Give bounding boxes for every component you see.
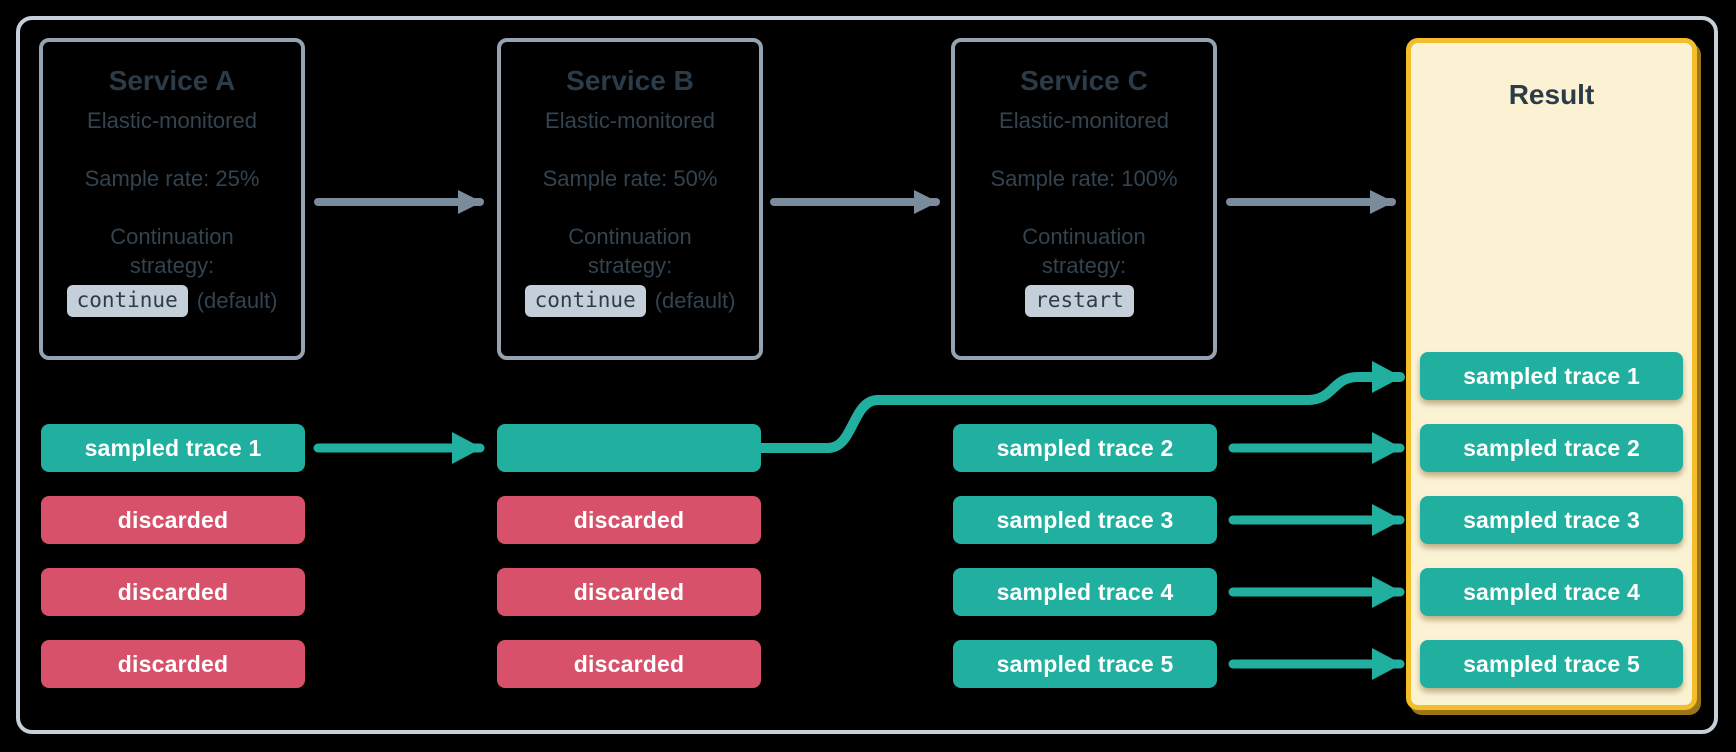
service-b-sample-rate: Sample rate: 50% bbox=[542, 166, 718, 191]
service-c-strategy-row: restart bbox=[955, 285, 1213, 317]
service-a-strategy-note: (default) bbox=[196, 288, 278, 313]
service-b-discarded-chip: discarded bbox=[497, 496, 761, 544]
service-a-sample-rate: Sample rate: 25% bbox=[84, 166, 260, 191]
service-c-trace-chip: sampled trace 5 bbox=[953, 640, 1217, 688]
service-a-discarded-chip: discarded bbox=[41, 496, 305, 544]
service-b-box: Service B Elastic-monitored Sample rate:… bbox=[497, 38, 763, 360]
result-trace-chip: sampled trace 3 bbox=[1420, 496, 1683, 544]
service-b-discarded-chip: discarded bbox=[497, 568, 761, 616]
service-b-title: Service B bbox=[566, 65, 694, 96]
service-b-strategy-chip: continue bbox=[524, 285, 646, 317]
service-a-strategy-chip: continue bbox=[66, 285, 188, 317]
service-c-trace-chip: sampled trace 2 bbox=[953, 424, 1217, 472]
service-a-title: Service A bbox=[108, 65, 236, 96]
service-c-strategy-chip: restart bbox=[1025, 285, 1134, 317]
service-b-strategy-note: (default) bbox=[654, 288, 736, 313]
service-c-trace-chip: sampled trace 4 bbox=[953, 568, 1217, 616]
outer-frame bbox=[16, 16, 1718, 734]
service-a-continuation-label: Continuation strategy: bbox=[110, 224, 234, 278]
result-trace-chip: sampled trace 4 bbox=[1420, 568, 1683, 616]
service-a-box: Service A Elastic-monitored Sample rate:… bbox=[39, 38, 305, 360]
service-c-title: Service C bbox=[1020, 65, 1148, 96]
service-a-subtitle: Elastic-monitored bbox=[87, 108, 257, 133]
result-trace-chip: sampled trace 2 bbox=[1420, 424, 1683, 472]
service-b-continuation-label: Continuation strategy: bbox=[568, 224, 692, 278]
service-c-sample-rate: Sample rate: 100% bbox=[990, 166, 1178, 191]
result-title: Result bbox=[1508, 79, 1595, 110]
service-a-strategy-row: continue (default) bbox=[43, 285, 301, 317]
service-a-trace-chip: sampled trace 1 bbox=[41, 424, 305, 472]
result-trace-chip: sampled trace 1 bbox=[1420, 352, 1683, 400]
service-a-discarded-chip: discarded bbox=[41, 640, 305, 688]
service-b-strategy-row: continue (default) bbox=[501, 285, 759, 317]
service-b-discarded-chip: discarded bbox=[497, 640, 761, 688]
service-b-trace-chip-empty bbox=[497, 424, 761, 472]
result-trace-chip: sampled trace 5 bbox=[1420, 640, 1683, 688]
service-c-continuation-label: Continuation strategy: bbox=[1022, 224, 1146, 278]
service-b-subtitle: Elastic-monitored bbox=[545, 108, 715, 133]
service-a-discarded-chip: discarded bbox=[41, 568, 305, 616]
service-c-box: Service C Elastic-monitored Sample rate:… bbox=[951, 38, 1217, 360]
service-c-subtitle: Elastic-monitored bbox=[999, 108, 1169, 133]
service-c-trace-chip: sampled trace 3 bbox=[953, 496, 1217, 544]
